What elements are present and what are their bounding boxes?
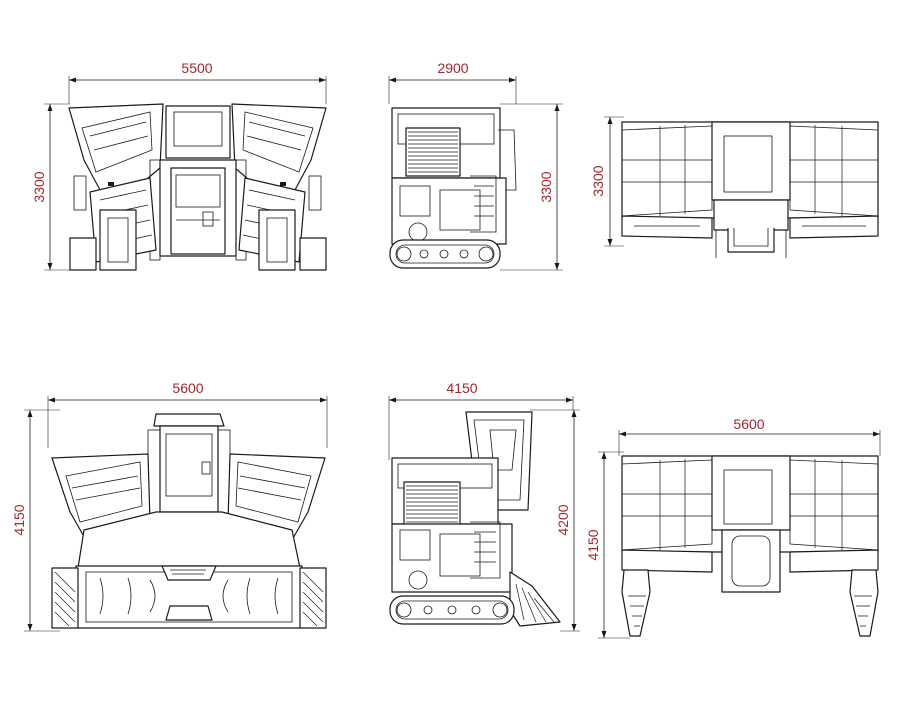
side-working-track-wheels xyxy=(396,602,508,618)
front-working-width-dimension: 5600 xyxy=(47,380,328,448)
top-working-height-dimension: 4150 xyxy=(585,451,630,639)
front-transport-machine xyxy=(68,103,327,271)
side-transport-machine xyxy=(389,107,517,269)
front-transport-height-dimension: 3300 xyxy=(31,103,70,271)
top-transport-height-dimension: 3300 xyxy=(590,116,624,247)
side-transport-width-dimension: 2900 xyxy=(388,60,517,104)
front-transport-height-label: 3300 xyxy=(31,171,47,202)
top-working-width-dimension: 5600 xyxy=(618,416,881,456)
side-transport-height-label: 3300 xyxy=(538,171,554,202)
front-working-height-label: 4150 xyxy=(11,504,27,535)
side-working-machine xyxy=(389,411,561,627)
front-working-machine xyxy=(51,413,327,629)
front-working-width-label: 5600 xyxy=(172,380,203,396)
top-working-height-label: 4150 xyxy=(585,529,601,560)
side-working-width-label: 4150 xyxy=(446,380,477,396)
side-working-view: 4150 4200 xyxy=(388,380,580,632)
side-working-height-label: 4200 xyxy=(555,504,571,535)
top-transport-machine xyxy=(621,121,879,258)
side-transport-track-wheels xyxy=(396,246,494,262)
side-working-width-dimension: 4150 xyxy=(388,380,574,460)
side-transport-view: 2900 3300 xyxy=(388,60,563,271)
side-transport-width-label: 2900 xyxy=(437,60,468,76)
top-working-view: 5600 4150 xyxy=(585,416,881,639)
top-working-width-label: 5600 xyxy=(733,416,764,432)
side-transport-height-dimension: 3300 xyxy=(500,103,563,271)
top-transport-height-label: 3300 xyxy=(590,165,606,196)
front-transport-view: 5500 3300 xyxy=(31,60,327,271)
front-working-view: 5600 4150 xyxy=(11,380,328,632)
side-working-height-dimension: 4200 xyxy=(530,409,580,632)
top-transport-view: 3300 xyxy=(590,116,879,258)
front-working-height-dimension: 4150 xyxy=(11,409,60,632)
front-transport-width-label: 5500 xyxy=(181,60,212,76)
front-transport-width-dimension: 5500 xyxy=(68,60,327,104)
top-working-machine xyxy=(621,455,879,637)
